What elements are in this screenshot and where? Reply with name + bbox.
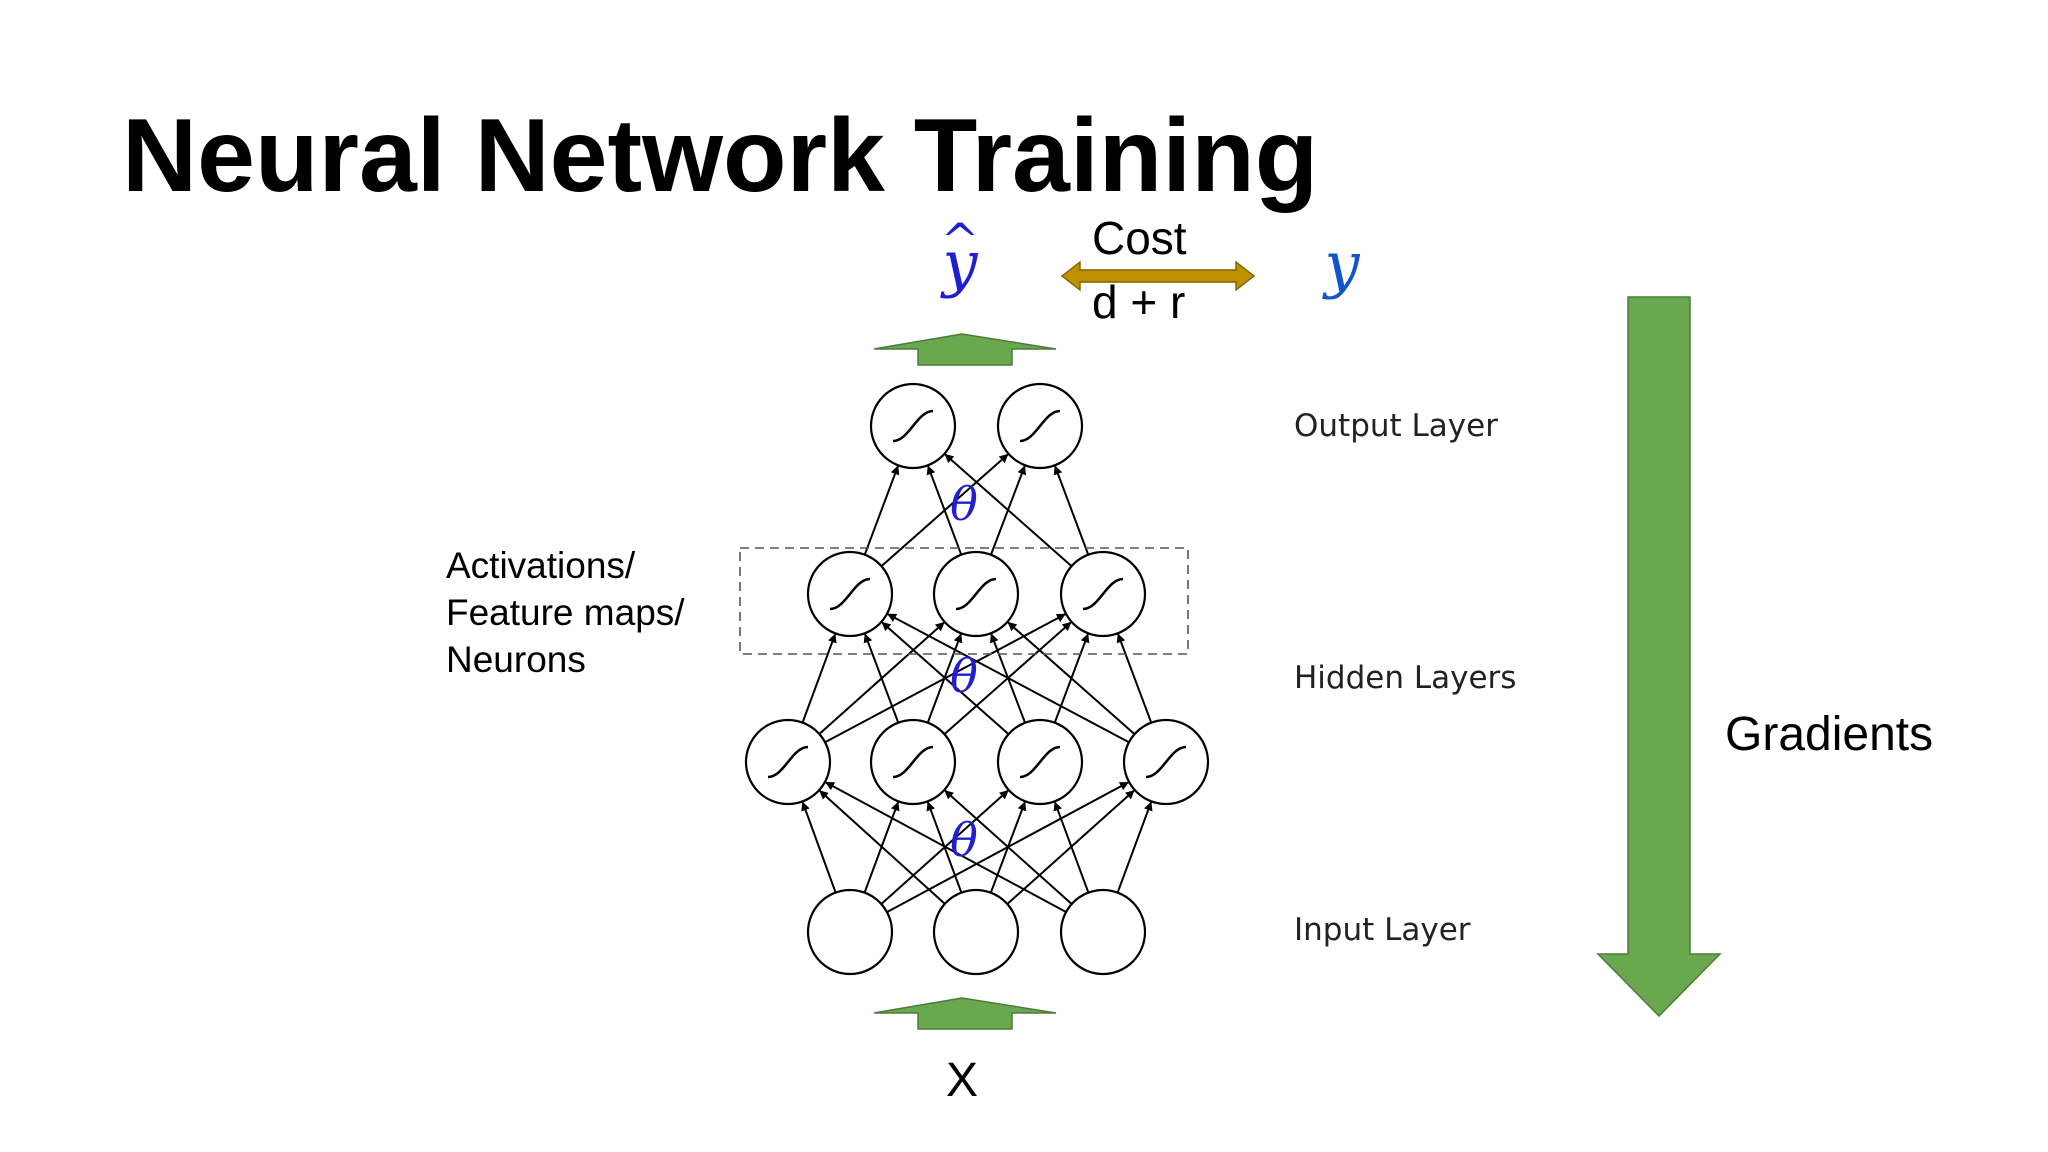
sigmoid-icon: [1145, 745, 1187, 779]
connection-hidden1-3-to-hidden2-0: [887, 613, 1130, 744]
connection-hidden1-0-to-hidden2-0: [801, 633, 837, 723]
prediction-y-hat: y: [939, 227, 978, 300]
hidden-layers-label: Hidden Layers: [1294, 660, 1516, 696]
theta-label-hidden: θ: [950, 649, 978, 703]
connection-input-2-to-hidden1-0: [825, 781, 1067, 913]
connection-hidden1-3-to-hidden2-1: [1007, 621, 1136, 735]
neuron-input-0: [806, 888, 894, 976]
sigmoid-icon: [1019, 409, 1061, 443]
input-layer-label: Input Layer: [1294, 912, 1471, 948]
neurons-label: Neurons: [446, 639, 586, 680]
neuron-hidden2-2: [1059, 550, 1147, 638]
neuron-hidden2-0: [806, 550, 894, 638]
connection-input-0-to-hidden1-0: [801, 801, 837, 893]
output-layer-label: Output Layer: [1294, 408, 1498, 444]
sigmoid-icon: [767, 745, 809, 779]
neuron-hidden1-2: [996, 718, 1084, 806]
activations-highlight-box: [739, 547, 1189, 655]
connection-input-1-to-hidden1-0: [819, 790, 946, 905]
sigmoid-icon: [829, 577, 871, 611]
sigmoid-icon: [892, 745, 934, 779]
output-forward-arrow: [873, 333, 1057, 366]
sigmoid-icon: [1019, 745, 1061, 779]
neuron-output-0: [869, 382, 957, 470]
connection-hidden2-0-to-output-0: [863, 465, 900, 556]
cost-terms-label: d + r: [1092, 276, 1185, 328]
sigmoid-icon: [1082, 577, 1124, 611]
network-neurons: [744, 382, 1210, 976]
prediction-hat-accent: ^: [941, 213, 980, 267]
neuron-input-2: [1059, 888, 1147, 976]
feature-maps-label: Feature maps/: [446, 592, 685, 633]
connection-hidden2-2-to-output-1: [1053, 465, 1090, 556]
neuron-hidden1-0: [744, 718, 832, 806]
neuron-hidden1-3: [1122, 718, 1210, 806]
neuron-hidden2-1: [932, 550, 1020, 638]
input-x-label: X: [946, 1054, 978, 1107]
theta-label-input: θ: [950, 813, 978, 867]
connection-hidden1-1-to-hidden2-0: [863, 633, 900, 724]
connection-hidden2-1-to-output-0: [926, 465, 963, 556]
sigmoid-icon: [892, 409, 934, 443]
neuron-hidden1-1: [869, 718, 957, 806]
connection-input-2-to-hidden1-1: [944, 789, 1073, 905]
gradients-label: Gradients: [1725, 708, 1933, 761]
activations-label: Activations/: [446, 545, 636, 586]
page-title: Neural Network Training: [122, 98, 1319, 214]
input-forward-arrow: [873, 997, 1057, 1030]
gradients-down-arrow: [1596, 296, 1722, 1018]
neuron-output-1: [996, 382, 1084, 470]
theta-label-output: θ: [950, 477, 978, 531]
connection-input-2-to-hidden1-3: [1116, 801, 1153, 893]
target-y: y: [1321, 228, 1360, 301]
connection-input-2-to-hidden1-2: [1053, 801, 1090, 893]
connection-hidden2-2-to-output-0: [944, 453, 1073, 567]
connection-hidden1-2-to-hidden2-0: [881, 621, 1010, 735]
cost-double-arrow: [1060, 260, 1256, 292]
cost-label: Cost: [1092, 212, 1187, 264]
neuron-input-1: [932, 888, 1020, 976]
sigmoid-icon: [955, 577, 997, 611]
network-connections: [801, 453, 1153, 913]
connection-hidden1-3-to-hidden2-2: [1116, 633, 1153, 724]
